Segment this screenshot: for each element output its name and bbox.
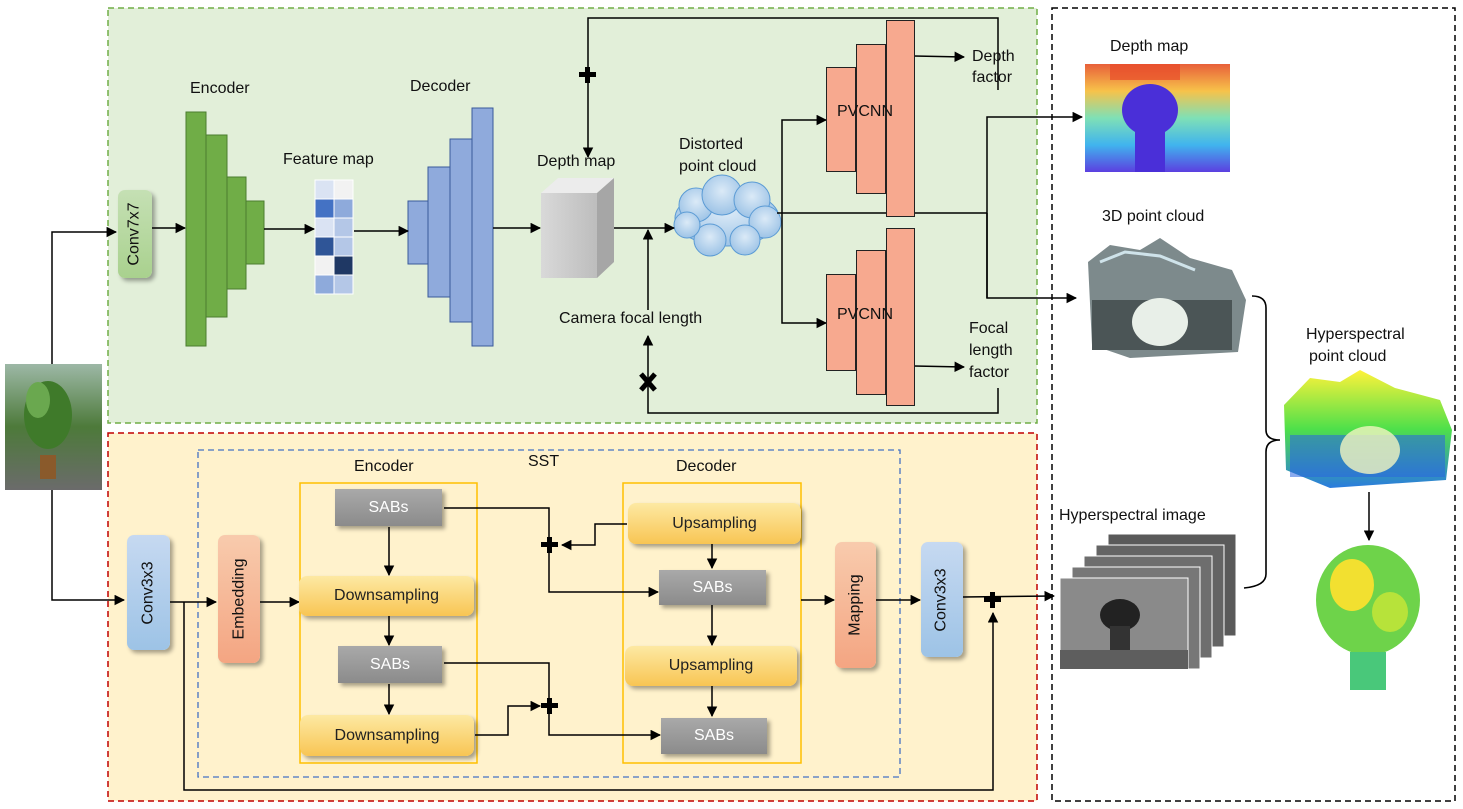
sst-decoder-frame xyxy=(622,482,802,764)
hyperspectral-point-cloud-image xyxy=(1284,370,1452,488)
bottom-panel xyxy=(107,432,1038,802)
dec-upsampling-1: Upsampling xyxy=(628,503,801,544)
camera-focal-label: Camera focal length xyxy=(559,310,703,327)
right-depth-map-title: Depth map xyxy=(1110,38,1189,55)
focal-factor-label-1: Focal xyxy=(969,320,1009,337)
feature-map-title: Feature map xyxy=(283,151,374,168)
conv3x3-right-block: Conv3x3 xyxy=(921,542,963,657)
depth-factor-label-1: Depth xyxy=(972,48,1015,65)
enc-sabs-1: SABs xyxy=(335,489,442,526)
focal-factor-label-2: length xyxy=(969,342,1013,359)
depth-map-title: Depth map xyxy=(537,153,616,170)
conv7x7-label: Conv7x7 xyxy=(126,202,143,266)
sst-frame xyxy=(197,449,901,778)
pvcnn-top-label: PVCNN xyxy=(837,103,894,120)
depth-map-image xyxy=(1085,64,1230,172)
embedding-label: Embedding xyxy=(230,558,248,640)
dec-sabs-2: SABs xyxy=(661,718,767,754)
encoder-title: Encoder xyxy=(190,80,250,97)
sst-decoder-title: Decoder xyxy=(676,458,737,475)
plus-symbols xyxy=(541,67,1001,714)
feature-map-grid xyxy=(314,179,354,295)
conv3x3-left-block: Conv3x3 xyxy=(127,535,170,650)
hyperspectral-pc-title-2: point cloud xyxy=(1309,348,1387,365)
conv7x7-block: Conv7x7 xyxy=(118,190,152,278)
hyperspectral-image-stack xyxy=(1059,533,1237,670)
sst-encoder-title: Encoder xyxy=(354,458,414,475)
merge-bracket xyxy=(1243,295,1281,589)
dec-upsampling-2: Upsampling xyxy=(625,646,797,686)
distorted-label-2: point cloud xyxy=(679,158,757,175)
right-panel xyxy=(1051,7,1456,802)
mapping-label: Mapping xyxy=(846,574,864,636)
dec-sabs-1: SABs xyxy=(659,570,766,605)
depth-factor-label-2: factor xyxy=(972,69,1013,86)
multiply-symbol xyxy=(639,372,657,392)
conv3x3-right-label: Conv3x3 xyxy=(933,567,950,632)
hyperspectral-pc-title-1: Hyperspectral xyxy=(1306,326,1405,343)
decoder-pyramid xyxy=(407,107,494,347)
conv3x3-left-label: Conv3x3 xyxy=(139,560,157,625)
embedding-block: Embedding xyxy=(218,535,260,663)
enc-sabs-2: SABs xyxy=(338,646,442,683)
enc-downsampling-2: Downsampling xyxy=(300,715,474,756)
enc-downsampling-1: Downsampling xyxy=(299,576,474,616)
pvcnn-bottom-label: PVCNN xyxy=(837,306,894,323)
point-cloud-shape xyxy=(673,174,782,257)
mapping-block: Mapping xyxy=(835,542,876,668)
hyperspectral-plant-image xyxy=(1316,545,1420,690)
decoder-title: Decoder xyxy=(410,78,471,95)
sst-title: SST xyxy=(528,453,560,470)
encoder-pyramid xyxy=(185,111,265,347)
focal-factor-label-3: factor xyxy=(969,364,1010,381)
input-photo xyxy=(5,364,102,490)
hyperspectral-image-title: Hyperspectral image xyxy=(1059,507,1206,524)
distorted-label-1: Distorted xyxy=(679,136,744,153)
sst-encoder-frame xyxy=(299,482,478,764)
point-cloud-3d-image xyxy=(1088,238,1246,358)
right-3d-point-cloud-title: 3D point cloud xyxy=(1102,208,1205,225)
depth-map-cube xyxy=(541,178,614,278)
